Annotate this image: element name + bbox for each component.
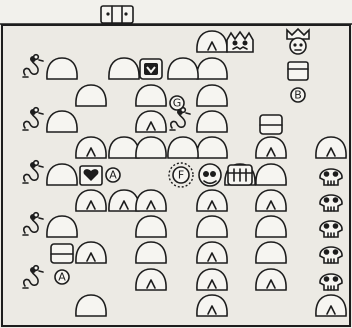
snake-enemy [170, 108, 190, 130]
marker-a: A [106, 168, 120, 182]
crowned-knight-enemy [287, 29, 309, 54]
rock [109, 137, 139, 158]
sprout-rock [197, 31, 227, 52]
rock [109, 58, 139, 79]
rock [168, 137, 198, 158]
svg-text:A: A [58, 271, 66, 284]
rock [197, 111, 227, 132]
sprout-rock [136, 111, 166, 132]
skull-enemy [320, 195, 342, 211]
sprout-rock [76, 137, 106, 158]
snake-enemy [23, 266, 43, 288]
snake-enemy [23, 108, 43, 130]
grill-block [228, 165, 252, 185]
sprout-rock [197, 190, 227, 211]
marker-g: G [170, 96, 184, 110]
sprout-rock [316, 137, 346, 158]
skull-enemy [320, 221, 342, 237]
rock [47, 58, 77, 79]
spiky-gremlin-enemy [227, 32, 253, 52]
rock [256, 216, 286, 237]
sprout-rock [256, 137, 286, 158]
rock [256, 164, 286, 185]
skull-enemy [320, 274, 342, 290]
sprout-rock [76, 242, 106, 263]
sprout-rock [316, 295, 346, 316]
rock [197, 85, 227, 106]
rock [197, 137, 227, 158]
rock [47, 164, 77, 185]
sprout-rock [76, 190, 106, 211]
snake-enemy [23, 161, 43, 183]
block [260, 115, 282, 134]
sprout-rock [109, 190, 139, 211]
skull-enemy [320, 169, 342, 185]
rock [197, 58, 227, 79]
rock [47, 216, 77, 237]
hud-bar [0, 0, 352, 25]
skull-enemy [320, 247, 342, 263]
round-creature-enemy [199, 164, 221, 186]
marker-b: B [291, 88, 305, 102]
block [51, 244, 73, 263]
heart-box [80, 166, 102, 185]
sprout-rock [136, 190, 166, 211]
rock [136, 137, 166, 158]
sprout-rock [197, 295, 227, 316]
pillar-block [288, 62, 308, 80]
rock [168, 58, 198, 79]
marker-f: F [178, 169, 184, 182]
rock [136, 216, 166, 237]
rock [256, 242, 286, 263]
rock [47, 111, 77, 132]
svg-text:G: G [173, 97, 182, 110]
sprout-rock [256, 269, 286, 290]
rock [136, 242, 166, 263]
gate-icon [101, 6, 133, 23]
sprout-rock [136, 269, 166, 290]
sprout-rock [197, 242, 227, 263]
rock [76, 295, 106, 316]
sprout-rock [197, 269, 227, 290]
rock [197, 216, 227, 237]
marker-a-lower: A [55, 270, 69, 284]
snake-enemy [23, 213, 43, 235]
sprout-rock [256, 190, 286, 211]
svg-text:B: B [294, 89, 302, 102]
svg-text:A: A [109, 169, 117, 182]
svg-text:F: F [178, 169, 184, 182]
rock [136, 85, 166, 106]
treasure-box [140, 59, 162, 79]
snake-enemy [23, 55, 43, 77]
rock [76, 85, 106, 106]
